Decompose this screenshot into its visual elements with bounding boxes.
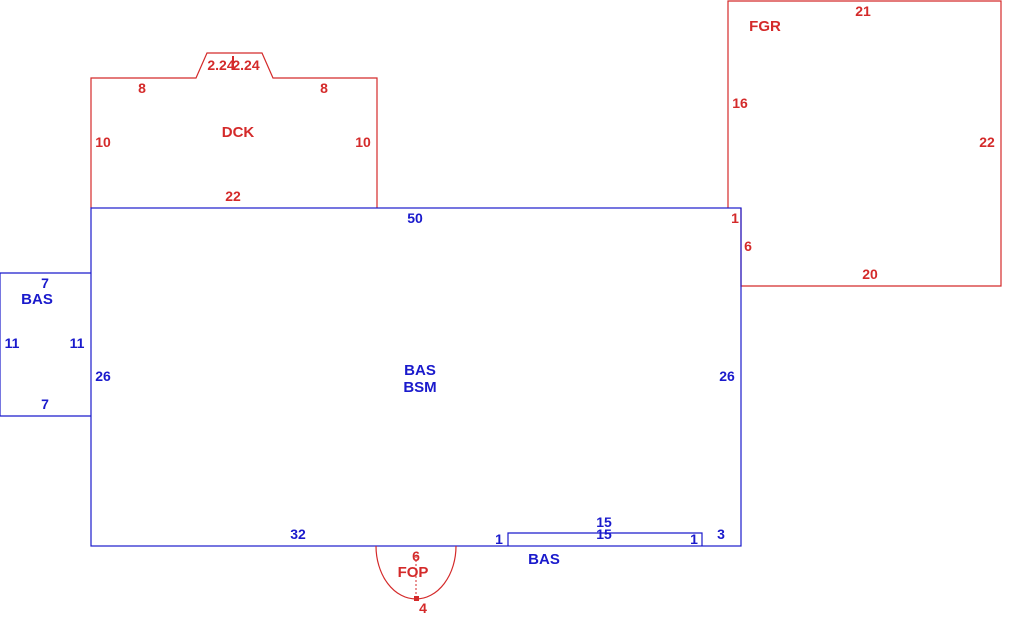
- deck-dim-step-right: 2.24: [232, 57, 259, 73]
- garage-area: FGR 21 16 22 20 1 6: [727, 0, 1002, 287]
- bottom-strip-dim-left: 1: [495, 531, 503, 547]
- main-label-line1: BAS: [404, 362, 436, 379]
- bottom-strip-dim-right: 1: [690, 531, 698, 547]
- deck-label: DCK: [222, 124, 255, 141]
- deck-dim-left: 10: [95, 134, 111, 150]
- porch-dim-top: 6: [412, 548, 420, 564]
- deck-dim-step-left: 2.24: [207, 57, 234, 73]
- bottom-strip-area: 15 15 1 1 3 BAS: [495, 514, 725, 568]
- garage-label: FGR: [749, 18, 781, 35]
- deck-dim-top-right: 8: [320, 80, 328, 96]
- bottom-strip-dim-inner: 15: [596, 526, 612, 542]
- porch-dim-bottom: 4: [419, 600, 427, 616]
- deck-dim-top-left: 8: [138, 80, 146, 96]
- porch-label: FOP: [398, 564, 429, 581]
- garage-dim-top: 21: [855, 3, 871, 19]
- garage-dim-left: 16: [732, 95, 748, 111]
- left-wing-dim-right: 11: [70, 335, 85, 351]
- porch-area: 6 FOP 4: [375, 545, 457, 616]
- deck-dim-right: 10: [355, 134, 371, 150]
- left-wing-outline: [0, 272, 91, 417]
- left-wing-label: BAS: [21, 291, 53, 308]
- main-dim-right: 26: [719, 368, 735, 384]
- garage-dim-connector-side: 6: [744, 238, 752, 254]
- main-label-line2: BSM: [403, 379, 436, 396]
- main-dim-left: 26: [95, 368, 111, 384]
- bottom-strip-dim-top: 15: [596, 514, 612, 530]
- left-wing-area: 7 BAS 11 11 7: [0, 272, 91, 417]
- bottom-strip-label: BAS: [528, 551, 560, 568]
- main-area: 50 26 26 32 BAS BSM: [90, 207, 742, 547]
- garage-outline: [727, 0, 1002, 287]
- main-outline: [90, 207, 742, 547]
- left-wing-dim-left: 11: [5, 335, 20, 351]
- deck-dim-bottom: 22: [225, 188, 241, 204]
- main-dim-bottom: 32: [290, 526, 306, 542]
- deck-outline: [90, 52, 378, 208]
- left-wing-dim-bottom: 7: [41, 396, 49, 412]
- bottom-strip-dim-side: 3: [717, 526, 725, 542]
- garage-dim-right: 22: [979, 134, 995, 150]
- deck-area: 8 8 2.24 2.24 10 10 22 DCK: [90, 52, 378, 208]
- main-dim-top: 50: [407, 210, 423, 226]
- left-wing-dim-top: 7: [41, 275, 49, 291]
- porch-point-marker: [414, 596, 419, 601]
- garage-dim-connector-top: 1: [731, 210, 739, 226]
- garage-dim-bottom: 20: [862, 266, 878, 282]
- bottom-strip-outline: [507, 532, 703, 546]
